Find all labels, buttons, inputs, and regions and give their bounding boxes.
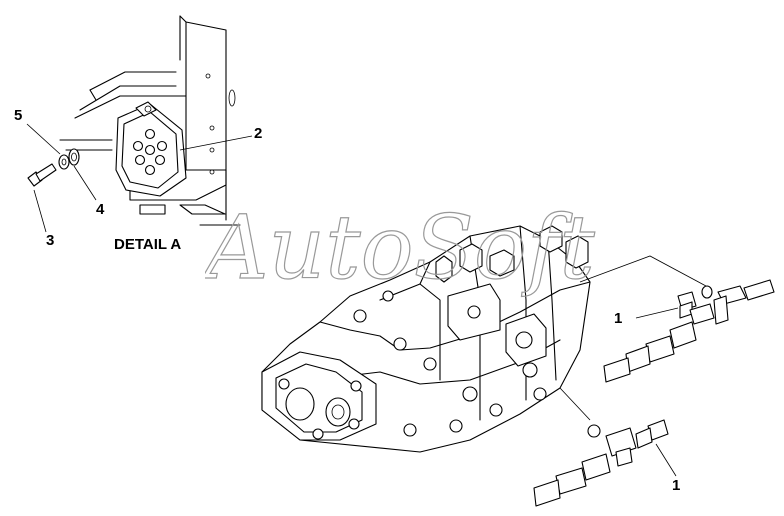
watermark-text: AutoSoft bbox=[205, 198, 595, 298]
callout-2: 2 bbox=[254, 125, 263, 142]
watermark: AutoSoft bbox=[205, 198, 596, 298]
leader-lines bbox=[26, 123, 679, 477]
connector-housing bbox=[115, 101, 187, 197]
control-valve-assembly bbox=[261, 225, 591, 453]
callout-3: 3 bbox=[46, 232, 55, 249]
mount-bracket bbox=[59, 15, 241, 226]
detail-title: DETAIL A bbox=[114, 236, 182, 253]
callout-1-lower: 1 bbox=[672, 477, 681, 494]
callout-5: 5 bbox=[14, 107, 23, 124]
bolt-and-washers bbox=[27, 148, 80, 187]
lower-fitting-run bbox=[533, 387, 669, 507]
upper-fitting-run bbox=[579, 255, 775, 383]
callout-4: 4 bbox=[96, 201, 105, 218]
callout-1-upper: 1 bbox=[614, 310, 623, 327]
